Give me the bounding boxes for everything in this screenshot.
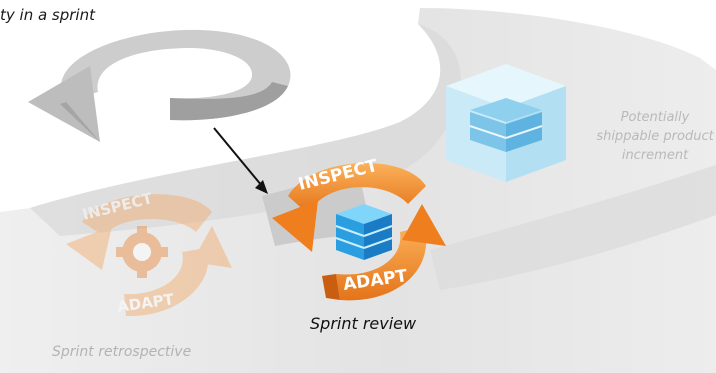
black-arrow-icon	[213, 127, 268, 194]
shippable-increment-label: Potentially shippable product increment	[596, 110, 714, 163]
blue-cube-stack-icon	[335, 204, 393, 260]
circular-arrow-icon	[28, 29, 291, 142]
sprint-retrospective-label: Sprint retrospective	[52, 344, 192, 360]
shippable-increment-cube	[446, 64, 566, 182]
activity-in-sprint-label: ty in a sprint	[0, 6, 95, 24]
gear-icon	[116, 226, 168, 278]
sprint-review-label: Sprint review	[310, 314, 417, 333]
